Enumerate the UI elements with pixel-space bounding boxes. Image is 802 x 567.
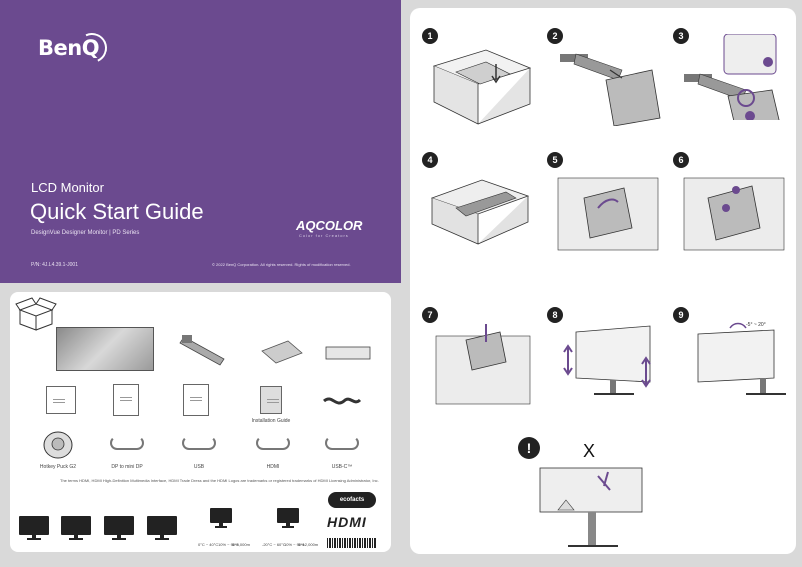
usb-cable-label: USB (193, 464, 205, 470)
step-9-number: 9 (673, 307, 689, 323)
step-8-number: 8 (547, 307, 563, 323)
hotkey-puck-image (43, 431, 73, 459)
step-2-image (560, 53, 661, 126)
storage-temp: -20°C ~ 60°C (262, 542, 286, 547)
installation-guide-label: Installation Guide (251, 418, 291, 424)
stand-arm-image (179, 335, 225, 366)
cover-plate-image (325, 346, 371, 360)
step-9-image (697, 322, 786, 395)
hdmi-trademark-note: The terms HDMI, HDMI High-Definition Mul… (60, 478, 379, 483)
no-heat-monitor-icon (61, 516, 91, 540)
step-1-number: 1 (422, 28, 438, 44)
storage-altitude: 0~12,000m (298, 542, 319, 547)
part-number: P/N: 4J.L4.39.1-J001 (31, 262, 78, 268)
aqcolor-logo: AQCOLOR (296, 218, 363, 233)
copyright: © 2022 BenQ Corporation. All rights rese… (212, 262, 351, 267)
cover-panel: BenQ LCD Monitor Quick Start Guide Desig… (0, 0, 401, 283)
operating-humidity: 10% ~ 90% (218, 542, 239, 547)
no-press-monitor-icon (104, 516, 134, 540)
operating-temp: 0°C ~ 40°C (198, 542, 219, 547)
document-1-image (46, 386, 76, 414)
ecofacts-logo: ecofacts (328, 492, 376, 508)
hotkey-puck-label: Hotkey Puck G2 (39, 464, 77, 470)
step-6-image (683, 177, 785, 251)
step-3-image (684, 34, 780, 120)
operating-power-icon (210, 508, 232, 528)
stand-base-image (261, 340, 303, 364)
monitor-image (56, 327, 154, 371)
hdmi-cable-label: HDMI (266, 464, 280, 470)
step-2-number: 2 (547, 28, 563, 44)
step-7-image (435, 324, 531, 405)
installation-guide-image (260, 386, 282, 414)
barcode (327, 538, 377, 548)
step-1-image (432, 49, 532, 125)
hdmi-cable-image (256, 436, 290, 450)
usb-cable-image (182, 436, 216, 450)
dp-cable-image (110, 436, 144, 450)
storage-humidity: 10% ~ 90% (284, 542, 305, 547)
do-not-mark: X (583, 441, 596, 461)
no-water-monitor-icon (19, 516, 49, 540)
usb-c-cable-label: USB-C™ (331, 464, 353, 470)
storage-power-icon (277, 508, 299, 528)
hdmi-logo: HDMI (327, 514, 367, 530)
power-cable-image (323, 397, 362, 405)
usb-c-cable-image (325, 436, 359, 450)
product-line: LCD Monitor (31, 180, 104, 195)
step-4-number: 4 (422, 152, 438, 168)
product-subtitle: DesignVue Designer Monitor | PD Series (31, 230, 140, 236)
aqcolor-tagline: Color for Creators (299, 233, 349, 238)
step-6-number: 6 (673, 152, 689, 168)
benq-logo: BenQ (38, 28, 112, 68)
step-8-image (563, 325, 651, 395)
no-touch-screen-image (539, 467, 643, 547)
warning-icon: ! (518, 437, 540, 459)
step-5-image (557, 177, 659, 251)
step-4-image (430, 179, 530, 245)
document-2-image (113, 384, 139, 416)
document-3-image (183, 384, 209, 416)
no-stack-monitor-icon (147, 516, 177, 540)
page-title: Quick Start Guide (30, 199, 204, 224)
step-5-number: 5 (547, 152, 563, 168)
step-7-number: 7 (422, 307, 438, 323)
step-3-number: 3 (673, 28, 689, 44)
tilt-angle: -5° ~ 20° (746, 322, 766, 328)
dp-cable-label: DP to mini DP (111, 464, 143, 470)
box-icon (15, 297, 57, 331)
operating-altitude: 0~3,000m (232, 542, 250, 547)
